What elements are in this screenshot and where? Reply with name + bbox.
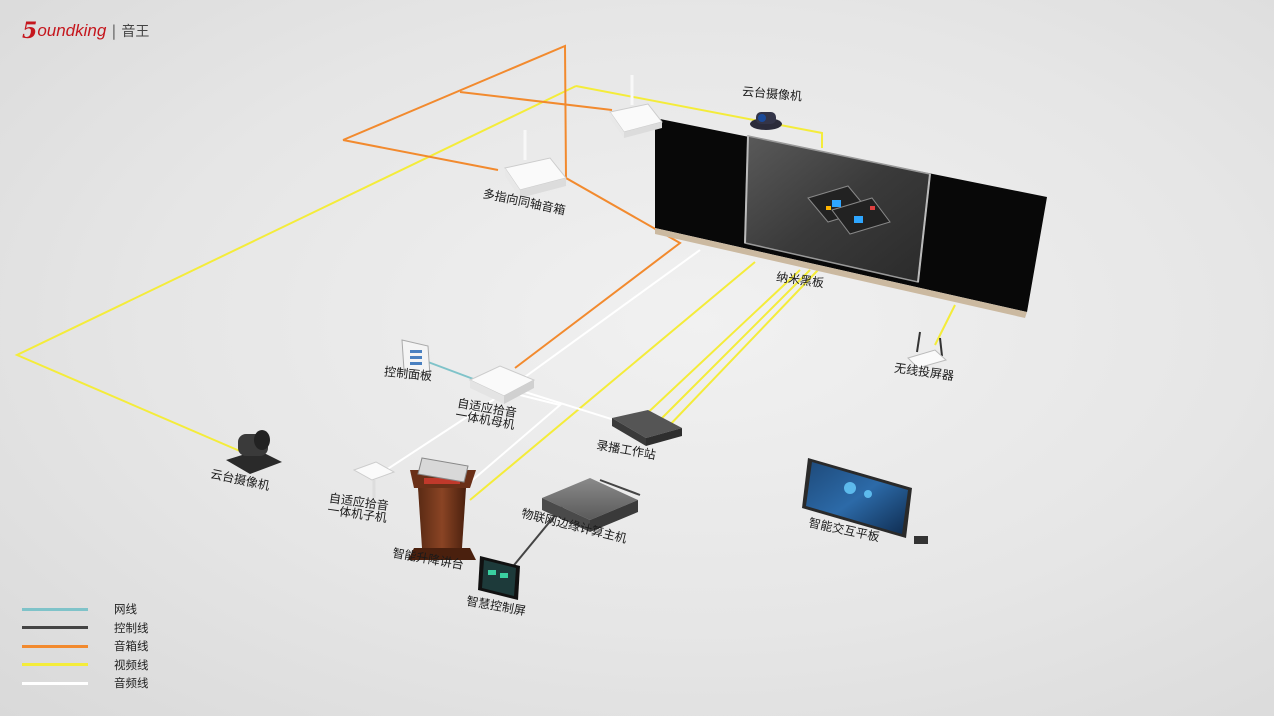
brand-separator: | <box>111 22 117 40</box>
legend-item-network: 网线 <box>22 600 149 619</box>
legend-swatch <box>22 681 88 685</box>
brand-cn: 音王 <box>121 24 150 40</box>
recording-workstation-icon <box>612 410 682 446</box>
legend-item-speaker: 音箱线 <box>22 637 149 656</box>
legend-label: 网线 <box>114 602 137 617</box>
network-cables <box>427 361 477 381</box>
speaker-cables <box>342 44 682 369</box>
windows-tiles-icon <box>807 185 891 235</box>
legend-item-audio: 音频线 <box>22 674 149 693</box>
legend-label: 控制线 <box>114 620 149 635</box>
iot-host-icon <box>542 478 638 532</box>
smart-control-screen-icon <box>478 556 520 600</box>
legend-label: 音频线 <box>114 676 149 691</box>
legend-swatch <box>22 607 88 611</box>
brand-logo: 5 oundking | 音王 <box>22 14 149 48</box>
legend: 网线 控制线 音箱线 视频线 音频线 <box>22 600 149 693</box>
access-point-icon <box>609 75 663 138</box>
ptz-camera-left-icon <box>226 430 282 474</box>
legend-label: 视频线 <box>114 657 149 672</box>
ptz-camera-top-icon <box>750 112 782 130</box>
legend-label: 音箱线 <box>114 639 149 654</box>
legend-swatch <box>22 663 88 667</box>
brand-mark: 5 <box>22 18 38 44</box>
legend-item-control: 控制线 <box>22 619 149 638</box>
legend-item-video: 视频线 <box>22 656 149 675</box>
brand-word: oundking <box>37 21 107 40</box>
control-panel-icon <box>401 339 431 377</box>
blackboard <box>655 118 1047 318</box>
smart-panel-icon <box>802 458 928 544</box>
mic-sub-icon <box>352 461 396 498</box>
wireless-projector-icon <box>907 331 948 369</box>
video-cables <box>14 85 956 501</box>
legend-swatch <box>22 626 88 630</box>
mic-host-icon <box>468 365 536 404</box>
podium-icon <box>408 457 476 560</box>
speaker-icon <box>504 130 567 198</box>
legend-swatch <box>22 644 88 648</box>
